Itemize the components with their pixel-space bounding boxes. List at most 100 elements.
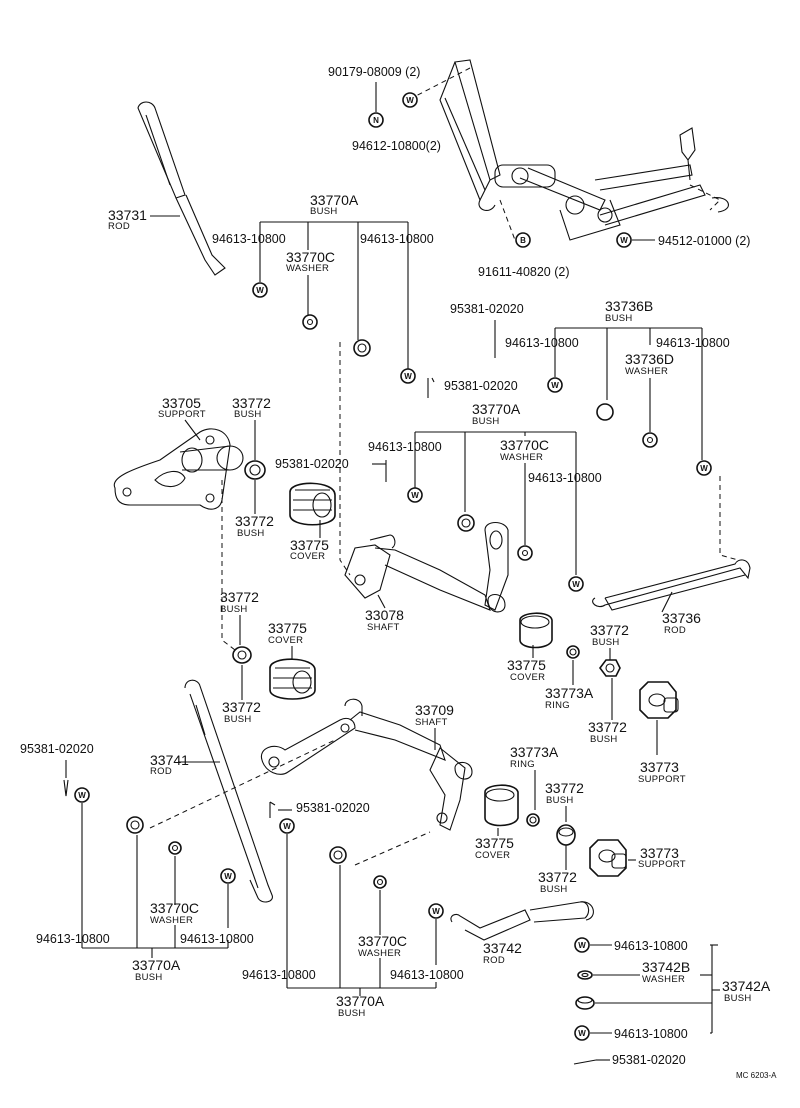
- label-33770A-top-sub: BUSH: [310, 206, 338, 217]
- label-33078-sub: SHAFT: [367, 622, 400, 633]
- label-94613-g: 94613-10800: [36, 932, 110, 946]
- shaft-33078: [344, 521, 509, 613]
- cover-33775-c: [269, 658, 316, 700]
- label-94613-c: 94613-10800: [505, 336, 579, 350]
- svg-text:W: W: [78, 791, 86, 800]
- label-33770C-top: 33770C: [286, 249, 335, 265]
- label-94613-l: 94613-10800: [614, 1027, 688, 1041]
- support-33705: [113, 428, 244, 510]
- label-33731: 33731: [108, 207, 147, 223]
- label-33773-b: 33773: [640, 845, 679, 861]
- label-33775-b: 33775: [507, 657, 546, 673]
- label-33770C-mid: 33770C: [500, 437, 549, 453]
- label-33705: 33705: [162, 395, 201, 411]
- label-33772-b-sub: BUSH: [237, 528, 265, 539]
- label-33775-c-sub: COVER: [268, 635, 303, 646]
- label-95381-b: 95381-02020: [444, 379, 518, 393]
- label-33773-a-sub: SUPPORT: [638, 774, 686, 785]
- label-94613-i: 94613-10800: [242, 968, 316, 982]
- label-33742A-sub: BUSH: [724, 993, 752, 1004]
- support-33773-b: [589, 839, 627, 877]
- top-linkage-assembly: [411, 59, 729, 241]
- label-33736-sub: ROD: [664, 625, 686, 636]
- label-33772-h: 33772: [538, 869, 577, 885]
- label-33770C-top-sub: WASHER: [286, 263, 329, 274]
- label-33741-sub: ROD: [150, 766, 172, 777]
- label-33772-b: 33772: [235, 513, 274, 529]
- label-94613-a: 94613-10800: [212, 232, 286, 246]
- cover-33775-d: [484, 784, 519, 827]
- label-94613-e: 94613-10800: [368, 440, 442, 454]
- svg-text:W: W: [404, 372, 412, 381]
- label-33770A-bl: 33770A: [132, 957, 181, 973]
- support-33773-a: [639, 681, 679, 719]
- label-33773A-a: 33773A: [545, 685, 594, 701]
- label-33736B: 33736B: [605, 298, 653, 314]
- label-94613-h: 94613-10800: [180, 932, 254, 946]
- label-95381-c: 95381-02020: [275, 457, 349, 471]
- label-33775-a: 33775: [290, 537, 329, 553]
- label-95381-f: 95381-02020: [612, 1053, 686, 1067]
- cover-33775-a: [289, 482, 336, 526]
- label-33709: 33709: [415, 702, 454, 718]
- label-33742-sub: ROD: [483, 955, 505, 966]
- cover-33775-b: [519, 612, 553, 649]
- label-94613-j: 94613-10800: [390, 968, 464, 982]
- label-33775-d-sub: COVER: [475, 850, 510, 861]
- label-33742A: 33742A: [722, 978, 771, 994]
- label-33770A-mid-sub: BUSH: [472, 416, 500, 427]
- rod-33741: [184, 679, 273, 903]
- svg-text:W: W: [578, 941, 586, 950]
- label-33772-d: 33772: [220, 589, 259, 605]
- label-33078: 33078: [365, 607, 404, 623]
- label-33742B: 33742B: [642, 959, 690, 975]
- label-33775-c: 33775: [268, 620, 307, 636]
- label-94613-f: 94613-10800: [528, 471, 602, 485]
- label-33773-a: 33773: [640, 759, 679, 775]
- label-33773A-a-sub: RING: [545, 700, 570, 711]
- svg-text:W: W: [578, 1029, 586, 1038]
- label-33772-a-sub: BUSH: [234, 409, 262, 420]
- label-33770C-bl-sub: WASHER: [150, 915, 193, 926]
- svg-text:W: W: [620, 236, 628, 245]
- svg-text:W: W: [572, 580, 580, 589]
- label-95381-d: 95381-02020: [20, 742, 94, 756]
- svg-text:W: W: [224, 872, 232, 881]
- svg-text:W: W: [551, 381, 559, 390]
- label-33736D: 33736D: [625, 351, 674, 367]
- label-33770A-bc: 33770A: [336, 993, 385, 1009]
- label-33772-f: 33772: [588, 719, 627, 735]
- svg-text:W: W: [700, 464, 708, 473]
- label-94512-01000: 94512-01000 (2): [658, 234, 750, 248]
- label-33772-d-sub: BUSH: [220, 604, 248, 615]
- label-33772-c: 33772: [590, 622, 629, 638]
- label-33770C-bl: 33770C: [150, 900, 199, 916]
- label-33775-b-sub: COVER: [510, 672, 545, 683]
- svg-text:W: W: [411, 491, 419, 500]
- label-33705-sub: SUPPORT: [158, 409, 206, 420]
- label-33770C-bc: 33770C: [358, 933, 407, 949]
- label-94613-d: 94613-10800: [656, 336, 730, 350]
- label-33772-g: 33772: [545, 780, 584, 796]
- label-33736B-sub: BUSH: [605, 313, 633, 324]
- diagram-code: MC 6203-A: [736, 1071, 777, 1080]
- svg-text:B: B: [520, 236, 526, 245]
- label-33709-sub: SHAFT: [415, 717, 448, 728]
- label-33773A-b-sub: RING: [510, 759, 535, 770]
- label-91611-40820: 91611-40820 (2): [478, 265, 570, 279]
- rod-33742: [450, 901, 594, 941]
- label-33742: 33742: [483, 940, 522, 956]
- label-33770C-mid-sub: WASHER: [500, 452, 543, 463]
- label-33772-e-sub: BUSH: [224, 714, 252, 725]
- rod-33736: [592, 559, 751, 611]
- label-33736: 33736: [662, 610, 701, 626]
- top-fasteners: N W B W: [368, 82, 655, 248]
- label-33772-h-sub: BUSH: [540, 884, 568, 895]
- label-33772-a: 33772: [232, 395, 271, 411]
- label-33772-g-sub: BUSH: [546, 795, 574, 806]
- label-33772-c-sub: BUSH: [592, 637, 620, 648]
- label-33770A-mid: 33770A: [472, 401, 521, 417]
- label-33772-f-sub: BUSH: [590, 734, 618, 745]
- label-33773A-b: 33773A: [510, 744, 559, 760]
